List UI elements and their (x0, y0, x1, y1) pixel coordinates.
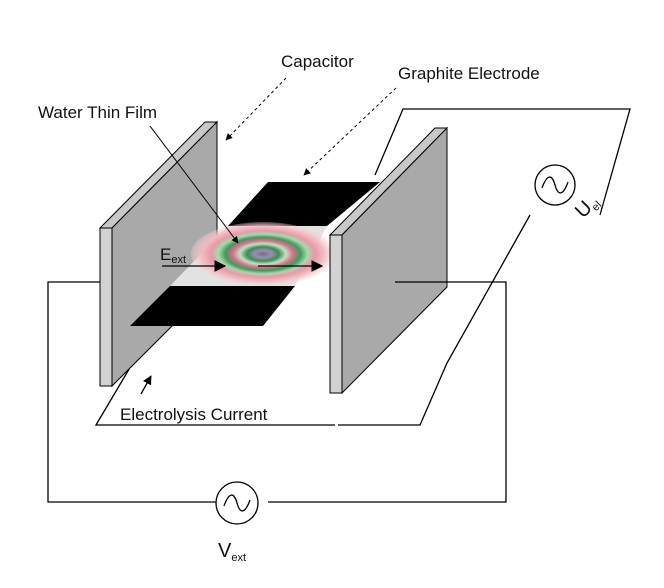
electrolysis-current-arrow (140, 375, 152, 395)
water-film-pointer-arrow (149, 125, 239, 244)
water-thin-film (191, 222, 335, 286)
v-ext-label-sub: ext (231, 552, 246, 564)
graphite-electrode-pointer-arrow (303, 87, 397, 176)
vext-circuit-wire (47, 281, 238, 503)
e-ext-label-main: E (160, 245, 171, 264)
right-capacitor-plate (328, 126, 449, 395)
water-thin-film-label: Water Thin Film (38, 103, 157, 122)
vext-ac-source-icon (215, 481, 259, 525)
uel-ac-source-icon (534, 164, 576, 206)
graphite-electrode-bottom (130, 286, 295, 326)
graphite-electrode-label: Graphite Electrode (398, 64, 540, 83)
capacitor-pointer-arrow (225, 77, 287, 141)
electrolysis-current-label: Electrolysis Current (120, 405, 268, 424)
graphite-electrode-top (228, 182, 380, 226)
capacitor-label: Capacitor (281, 52, 354, 71)
v-ext-label-main: V (218, 540, 232, 562)
e-ext-label-sub: ext (171, 254, 186, 266)
vext-circuit-wire-right (268, 281, 507, 503)
v-ext-label: Vext (218, 540, 246, 564)
electrolysis-circuit-wire-top (374, 108, 631, 216)
u-el-label: Uel (571, 191, 604, 224)
e-ext-label: Eext (160, 245, 186, 266)
electrolysis-circuit-wire-right (338, 214, 531, 426)
